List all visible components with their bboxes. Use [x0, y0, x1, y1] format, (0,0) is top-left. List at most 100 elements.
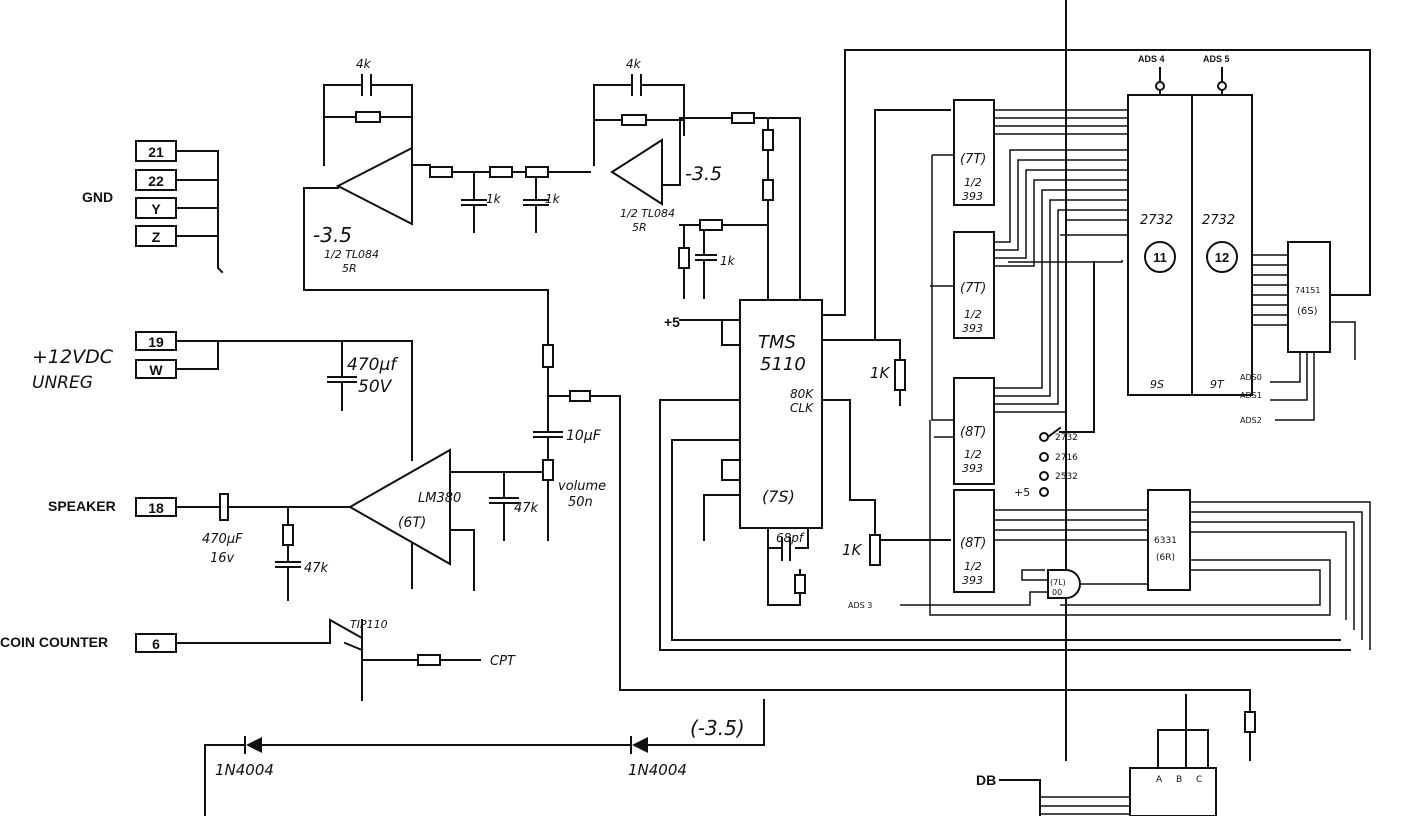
coin-wire [175, 618, 481, 701]
opamp2 [610, 138, 663, 206]
volume-label-1: volume [558, 479, 606, 494]
rom-cs-wires [1159, 67, 1223, 96]
cap-10-label: 10µF [566, 428, 602, 444]
cap-50v-label: 50V [358, 377, 393, 397]
opamp1-loc: 5R [342, 262, 357, 275]
resistor-1k-coin [417, 654, 441, 666]
c393c-loc: (8T) [960, 425, 986, 440]
diode-2 [632, 737, 648, 753]
ads4-label: ADS 4 [1138, 54, 1165, 64]
resistor-o4 [678, 247, 690, 269]
mux-74151 [1287, 241, 1331, 353]
decoder-group: A B C DB [976, 689, 1256, 816]
rom-group: 2732 11 9S 2732 12 9T ADS 4 ADS 5 [1065, 0, 1253, 761]
opamp2-name: 1/2 TL084 [620, 207, 675, 220]
rom12-num: 12 [1215, 250, 1229, 265]
tms5110-chip [739, 299, 823, 529]
ads1-label: ADS1 [1240, 391, 1262, 400]
power-wire [175, 340, 413, 461]
rom12-loc: 9T [1210, 378, 1225, 391]
rom-select-wire [1042, 261, 1095, 442]
db-label: DB [976, 772, 996, 788]
cap-470b-label: 470µF [202, 532, 243, 547]
resistor-vol [542, 344, 554, 368]
volume-wires [533, 289, 563, 541]
diode-1-label: 1N4004 [215, 761, 274, 779]
neg35c-label: (-3.5) [690, 716, 745, 740]
filter-wires [411, 164, 591, 233]
decoder-inputs [1157, 694, 1209, 769]
rom11-num: 11 [1153, 250, 1167, 265]
diode-1 [246, 737, 262, 753]
lm380-loc: (6T) [398, 515, 426, 531]
decoder-pin-a: A [1156, 775, 1163, 785]
cap-4k-a-label: 4k [356, 57, 372, 71]
rom11-circle [1144, 241, 1176, 273]
opamp2-wires [661, 117, 801, 301]
rom12-name: 2732 [1202, 213, 1235, 228]
c1kc-label: 1k [720, 254, 736, 268]
gnd-bus-wire [175, 150, 224, 274]
cap-4k-b [631, 74, 642, 96]
counter-group: (7T) 1/2 393 (7T) 1/2 393 (8T) 1/2 393 (… [930, 99, 1148, 593]
tms-clk2: CLK [790, 401, 814, 415]
resistor-decoder [1244, 711, 1256, 733]
prom-name: 6331 [1154, 536, 1177, 546]
cap-470-label: 470µf [347, 355, 399, 375]
pin-18-label: 18 [148, 500, 164, 516]
lm380-name: LM380 [418, 491, 461, 506]
resistor-1k-a [894, 359, 906, 391]
coin-label: COIN COUNTER [0, 634, 108, 650]
counter-393-d [953, 489, 995, 593]
pin-y-label: Y [151, 201, 161, 217]
pin-w-label: W [149, 362, 163, 378]
resistor-f3 [525, 166, 549, 178]
c1k-label: 1k [486, 192, 502, 206]
ads3-label: ADS 3 [848, 601, 872, 610]
volume-pot [542, 459, 554, 481]
lm380-wires [411, 471, 549, 591]
volume-label-2: 50n [568, 495, 593, 510]
counter-bus [930, 109, 1148, 541]
prom-wires [929, 420, 1371, 650]
cap-470-symbol [327, 340, 357, 411]
db-bus [999, 779, 1041, 816]
c393b-name: 393 [962, 322, 983, 335]
decoder-chip [1129, 767, 1217, 816]
power-label-2: UNREG [32, 373, 93, 393]
neg35b-label: -3.5 [685, 163, 722, 185]
r47k-label: 47k [304, 561, 329, 576]
pin-19-label: 19 [148, 334, 164, 350]
c393d-frac: 1/2 [964, 560, 982, 573]
prom-6331 [1147, 489, 1191, 591]
pin-22-label: 22 [148, 173, 164, 189]
counter-393-c [953, 377, 995, 485]
speaker-amp-group: SPEAKER 18 470µF 16v 47k LM380 (6T) 47k … [48, 289, 1251, 691]
tms5110-group: TMS 5110 80K CLK (7S) +5 1K 1K 68pf [659, 49, 1371, 651]
opamp2-feedback [593, 84, 685, 166]
plus5-label: +5 [664, 314, 680, 330]
coin-counter-group: COIN COUNTER 6 TIP110 CPT [0, 618, 516, 701]
prom-loc: (6R) [1156, 553, 1175, 563]
tip110-label: TIP110 [350, 618, 388, 631]
rom11-name: 2732 [1140, 213, 1173, 228]
c393a-name: 393 [962, 190, 983, 203]
rom11-cs-bubble [1155, 81, 1165, 91]
decoder-pin-c: C [1196, 775, 1202, 785]
c393c-frac: 1/2 [964, 448, 982, 461]
c393c-name: 393 [962, 462, 983, 475]
tms-part: 5110 [760, 354, 806, 375]
c68-label: 68pf [776, 531, 805, 545]
r47kb-label: 47k [514, 501, 539, 516]
c393b-loc: (7T) [960, 281, 986, 296]
resistor-o2 [762, 129, 774, 151]
diode-group: 1N4004 1N4004 (-3.5) [204, 699, 765, 816]
jumper-3 [1039, 471, 1049, 481]
speaker-label: SPEAKER [48, 498, 116, 514]
lm380-amp [347, 448, 451, 566]
resistor-o1 [731, 112, 755, 124]
resistor-10k-a [569, 390, 591, 402]
resistor-osc [794, 574, 806, 594]
c393a-frac: 1/2 [964, 176, 982, 189]
mux-name: 74151 [1295, 286, 1320, 295]
